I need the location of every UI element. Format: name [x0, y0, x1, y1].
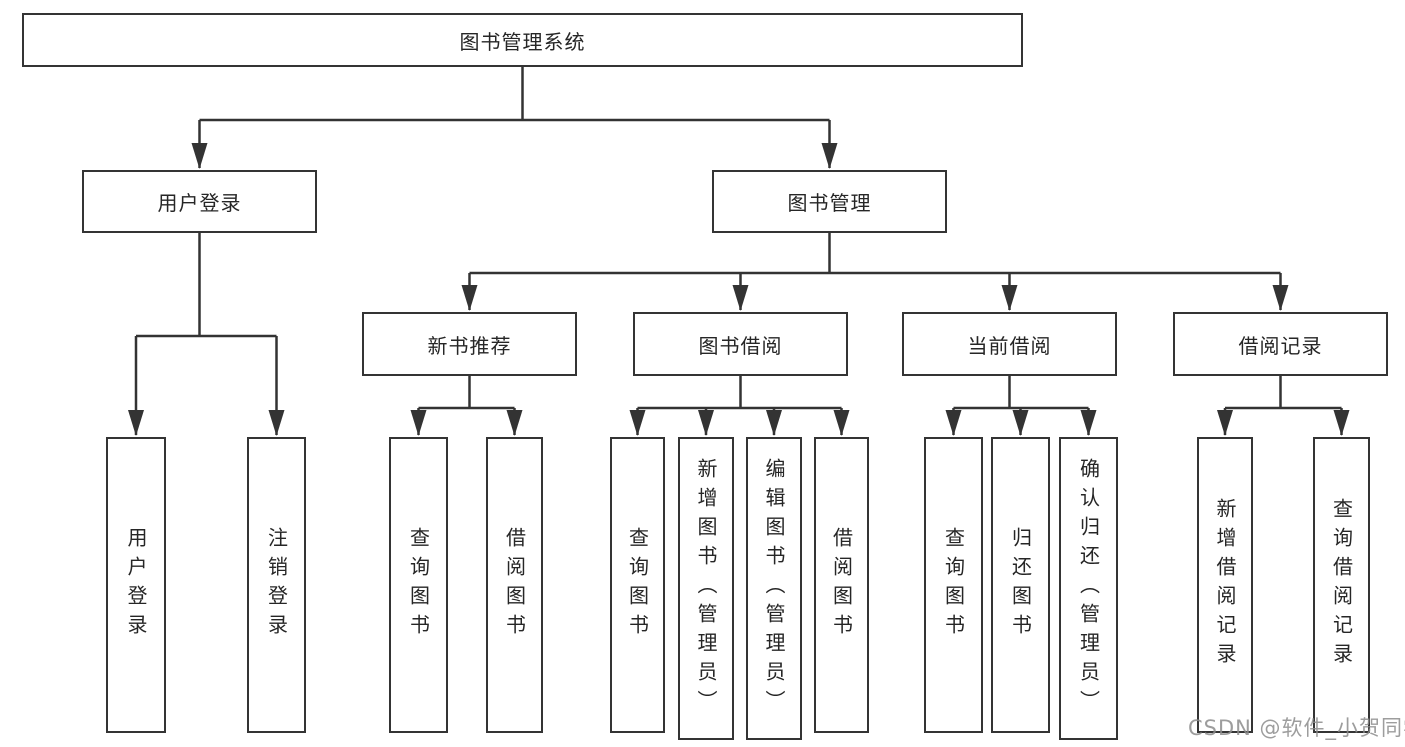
leaf-query-books-recommend: 查询图书 — [389, 437, 448, 733]
node-new-book-recommendation: 新书推荐 — [362, 312, 577, 376]
csdn-watermark: CSDN @软件_小贺同学 — [1188, 716, 1405, 740]
leaf-add-borrow-record: 新增借阅记录 — [1197, 437, 1253, 733]
leaf-user-login: 用户登录 — [106, 437, 166, 733]
leaf-edit-books-admin: 编辑图书（管理员） — [746, 437, 802, 740]
node-current-borrowing: 当前借阅 — [902, 312, 1117, 376]
node-user-login: 用户登录 — [82, 170, 317, 233]
leaf-query-books-current: 查询图书 — [924, 437, 983, 733]
leaf-return-books: 归还图书 — [991, 437, 1050, 733]
leaf-confirm-return-admin: 确认归还（管理员） — [1059, 437, 1118, 740]
leaf-query-borrow-record: 查询借阅记录 — [1313, 437, 1370, 733]
branch-arrows — [128, 120, 1350, 436]
node-book-borrowing: 图书借阅 — [633, 312, 848, 376]
leaf-add-books-admin: 新增图书（管理员） — [678, 437, 734, 740]
leaf-logout-login: 注销登录 — [247, 437, 306, 733]
node-borrowing-records: 借阅记录 — [1173, 312, 1388, 376]
node-library-management-system: 图书管理系统 — [22, 13, 1023, 67]
leaf-borrow-books-recommend: 借阅图书 — [486, 437, 543, 733]
leaf-borrow-books-borrow: 借阅图书 — [814, 437, 869, 733]
node-book-management: 图书管理 — [712, 170, 947, 233]
branch-trunks — [136, 66, 1342, 410]
leaf-query-books-borrow: 查询图书 — [610, 437, 665, 733]
